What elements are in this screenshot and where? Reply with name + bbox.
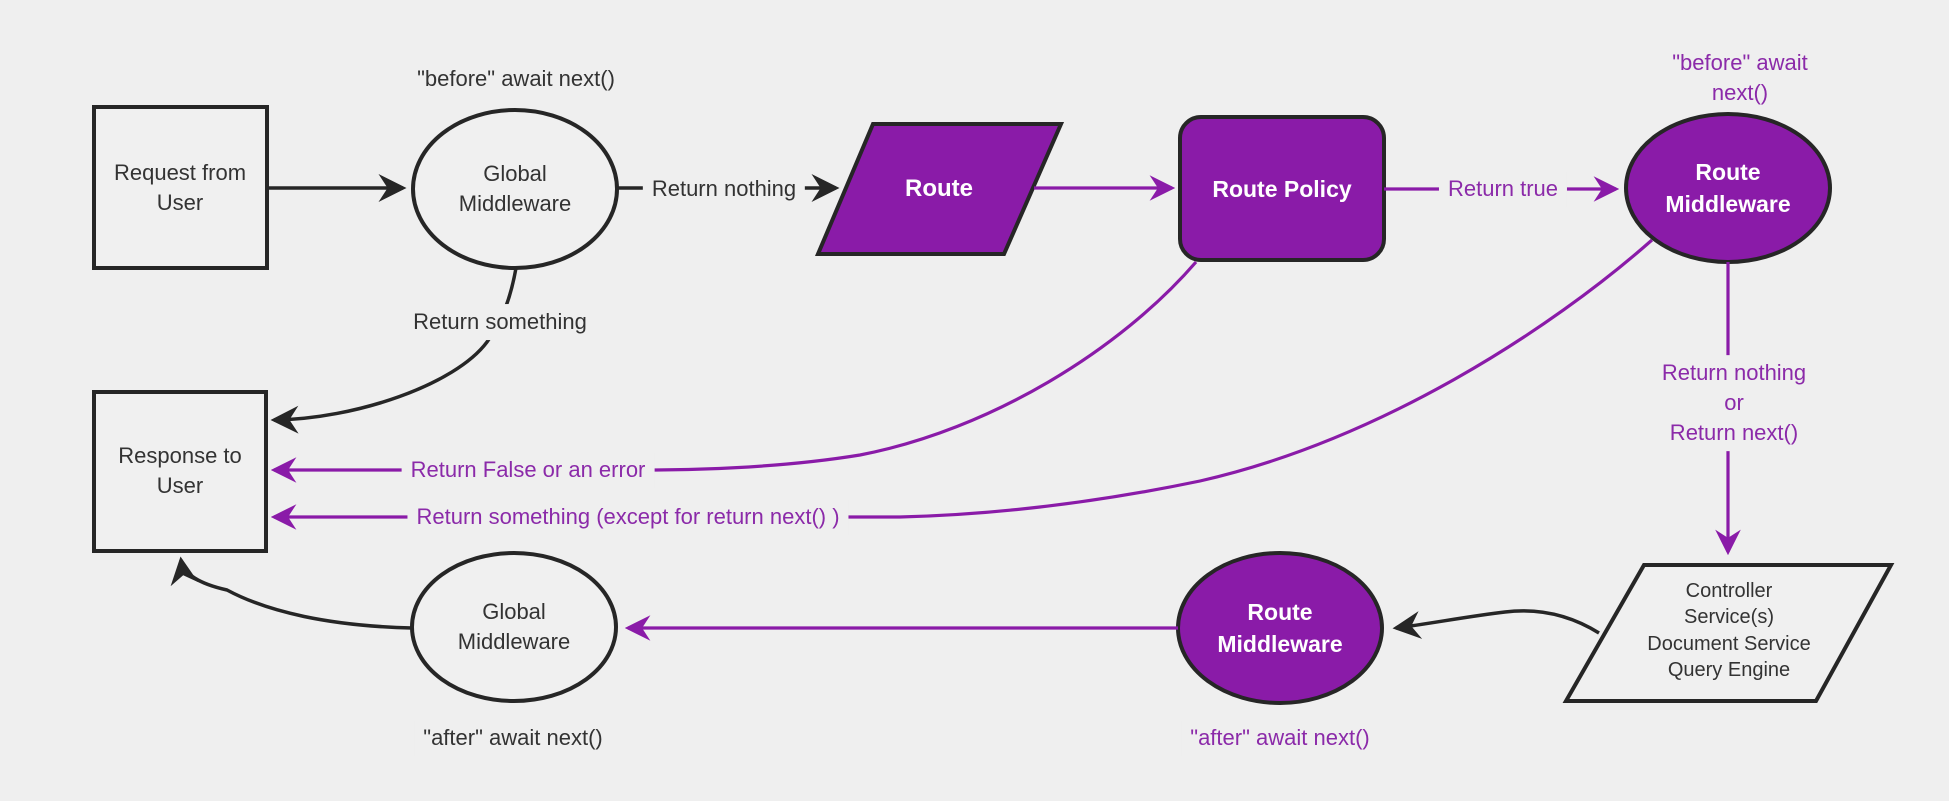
- edge-label-return-something: Return something: [404, 304, 596, 340]
- response-node-label: Response to User: [118, 443, 242, 498]
- controller-node-shape: [1562, 563, 1895, 703]
- route-policy-node-label: Route Policy: [1212, 175, 1352, 202]
- edge-label-return-true: Return true: [1438, 171, 1568, 207]
- global-middleware-bottom-label: Global Middleware: [457, 599, 571, 654]
- controller-node-label: Controller Service(s) Document Service Q…: [1647, 580, 1811, 682]
- edge-controller-to-route-mw-after: [1392, 609, 1600, 639]
- global-middleware-top-label: Global Middleware: [458, 161, 572, 216]
- edge-global-mw-to-response: [270, 267, 518, 434]
- request-node-shape: [92, 105, 269, 270]
- route-node-shape: [814, 122, 1065, 256]
- route-node-label: Route: [905, 175, 973, 203]
- edge-label-return-nothing: Return nothing: [642, 171, 806, 207]
- edge-label-before-global: "before" await next(): [408, 61, 624, 97]
- edge-route-mw-to-response: [270, 238, 1654, 530]
- edge-label-before-route: "before" await next(): [1635, 45, 1845, 111]
- edge-route-policy-to-response: [270, 260, 1198, 483]
- edge-label-after-global: "after" await next(): [414, 720, 612, 756]
- edge-label-after-route: "after" await next(): [1181, 720, 1379, 756]
- route-middleware-bottom-label: Route Middleware: [1217, 598, 1343, 657]
- route-middleware-top-label: Route Middleware: [1665, 158, 1791, 217]
- edge-label-return-nothing-or-next: Return nothing or Return next(): [1652, 355, 1816, 451]
- request-node-label: Request from User: [113, 160, 247, 215]
- response-node-shape: [92, 390, 268, 553]
- edge-label-return-false-or-error: Return False or an error: [401, 452, 655, 488]
- edge-global-mw-after-to-response: [170, 556, 413, 630]
- edge-label-return-something-except: Return something (except for return next…: [407, 499, 849, 535]
